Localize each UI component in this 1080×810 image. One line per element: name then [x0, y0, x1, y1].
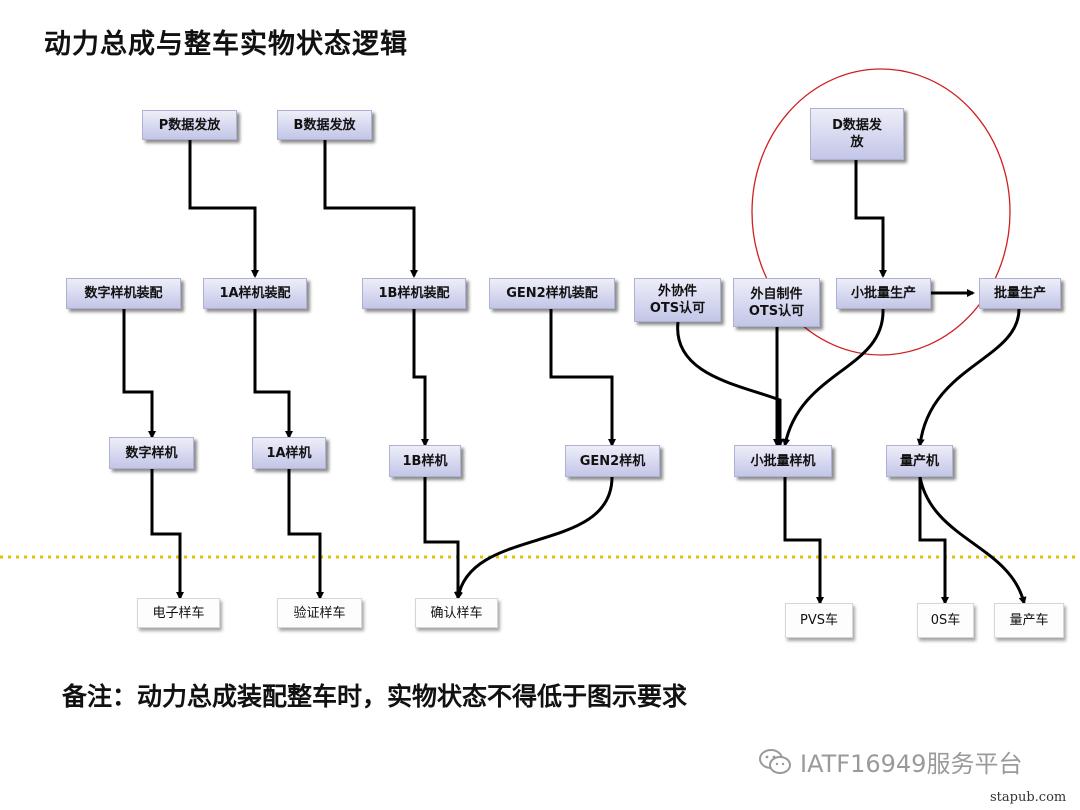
node-1b-prototype: 1B样机: [389, 445, 461, 477]
node-label: 放: [850, 135, 864, 150]
node-label: 1A样机装配: [219, 286, 291, 301]
arrow-smallbatch-proto: [783, 477, 824, 605]
arrow-digital-assembly: [122, 309, 156, 439]
node-label: 1B样机: [402, 453, 448, 469]
node-label: 批量生产: [993, 286, 1046, 301]
arrow-batch-down: [916, 308, 1021, 447]
site-url: stapub.com: [990, 790, 1067, 805]
arrow-massprod-car: [918, 476, 1027, 605]
watermark: IATF16949服务平台: [758, 744, 1022, 779]
node-label: 外自制件: [750, 286, 803, 302]
node-label: P数据发放: [158, 117, 221, 133]
arrow-d-to-smallbatch: [854, 160, 887, 278]
node-label: D数据发: [832, 118, 882, 133]
node-label: GEN2样机装配: [506, 286, 598, 301]
node-label: 1A样机: [266, 445, 312, 461]
node-label: 外协件: [657, 284, 697, 299]
node-1b-assembly: 1B样机装配: [362, 278, 466, 309]
node-label: GEN2样机: [579, 453, 646, 469]
node-os-car: 0S车: [917, 603, 974, 638]
highlight-circle: [751, 68, 1011, 356]
node-b-data-release: B数据发放: [277, 110, 372, 140]
node-batch-production: 批量生产: [979, 278, 1061, 309]
node-label: 量产车: [1009, 613, 1049, 628]
arrow-massprod-os: [918, 477, 949, 605]
arrow-b-to-1b: [323, 140, 418, 278]
node-ots-outsourced: 外协件 OTS认可: [634, 278, 721, 322]
node-1a-prototype: 1A样机: [252, 437, 326, 469]
arrow-ots-outsourced: [676, 321, 784, 447]
node-ots-inhouse: 外自制件 OTS认可: [733, 278, 820, 327]
node-p-data-release: P数据发放: [142, 110, 237, 140]
page-title: 动力总成与整车实物状态逻辑: [44, 29, 408, 60]
arrow-1b-assembly: [412, 309, 429, 447]
node-small-batch-prototype: 小批量样机: [734, 445, 832, 477]
node-small-batch-production: 小批量生产: [836, 278, 931, 309]
node-label: OTS认可: [649, 301, 706, 316]
node-label: PVS车: [800, 613, 838, 628]
arrow-1b-proto: [423, 477, 462, 600]
node-mass-production-car: 量产车: [994, 603, 1064, 638]
arrow-p-to-1a: [188, 140, 259, 278]
node-label: 确认样车: [430, 605, 483, 621]
node-1a-assembly: 1A样机装配: [203, 278, 307, 309]
node-label: 1B样机装配: [378, 286, 450, 301]
node-confirmation-sample-car: 确认样车: [415, 598, 498, 628]
footnote: 备注：动力总成装配整车时，实物状态不得低于图示要求: [62, 682, 688, 711]
node-digital-prototype: 数字样机: [109, 437, 194, 469]
arrow-1a-assembly: [253, 309, 293, 439]
node-digital-assembly: 数字样机装配: [66, 278, 181, 309]
node-pvs-car: PVS车: [785, 603, 853, 638]
node-label: 小批量样机: [750, 453, 816, 469]
watermark-text: IATF16949服务平台: [800, 750, 1023, 778]
node-verification-sample-car: 验证样车: [277, 598, 362, 628]
node-label: 量产机: [899, 453, 939, 469]
arrow-gen2-proto: [455, 476, 614, 600]
node-d-data-release: D数据发 放: [810, 108, 904, 160]
node-label: 0S车: [930, 613, 961, 628]
node-mass-production-engine: 量产机: [886, 445, 953, 477]
arrow-gen2-assembly: [549, 309, 616, 447]
node-label: 电子样车: [152, 605, 205, 621]
wechat-icon: [759, 748, 791, 774]
node-gen2-prototype: GEN2样机: [565, 445, 660, 477]
arrow-1a-proto: [287, 469, 324, 600]
node-label: 小批量生产: [850, 286, 916, 301]
node-gen2-assembly: GEN2样机装配: [489, 278, 615, 309]
node-electronic-sample-car: 电子样车: [137, 598, 220, 628]
node-label: 数字样机: [125, 445, 178, 461]
node-label: 验证样车: [293, 605, 346, 621]
node-label: 数字样机装配: [84, 286, 163, 301]
node-label: OTS认可: [748, 303, 805, 319]
node-label: B数据发放: [293, 117, 356, 133]
arrow-digital-proto: [150, 469, 184, 600]
arrow-smallbatch-down: [782, 308, 885, 447]
